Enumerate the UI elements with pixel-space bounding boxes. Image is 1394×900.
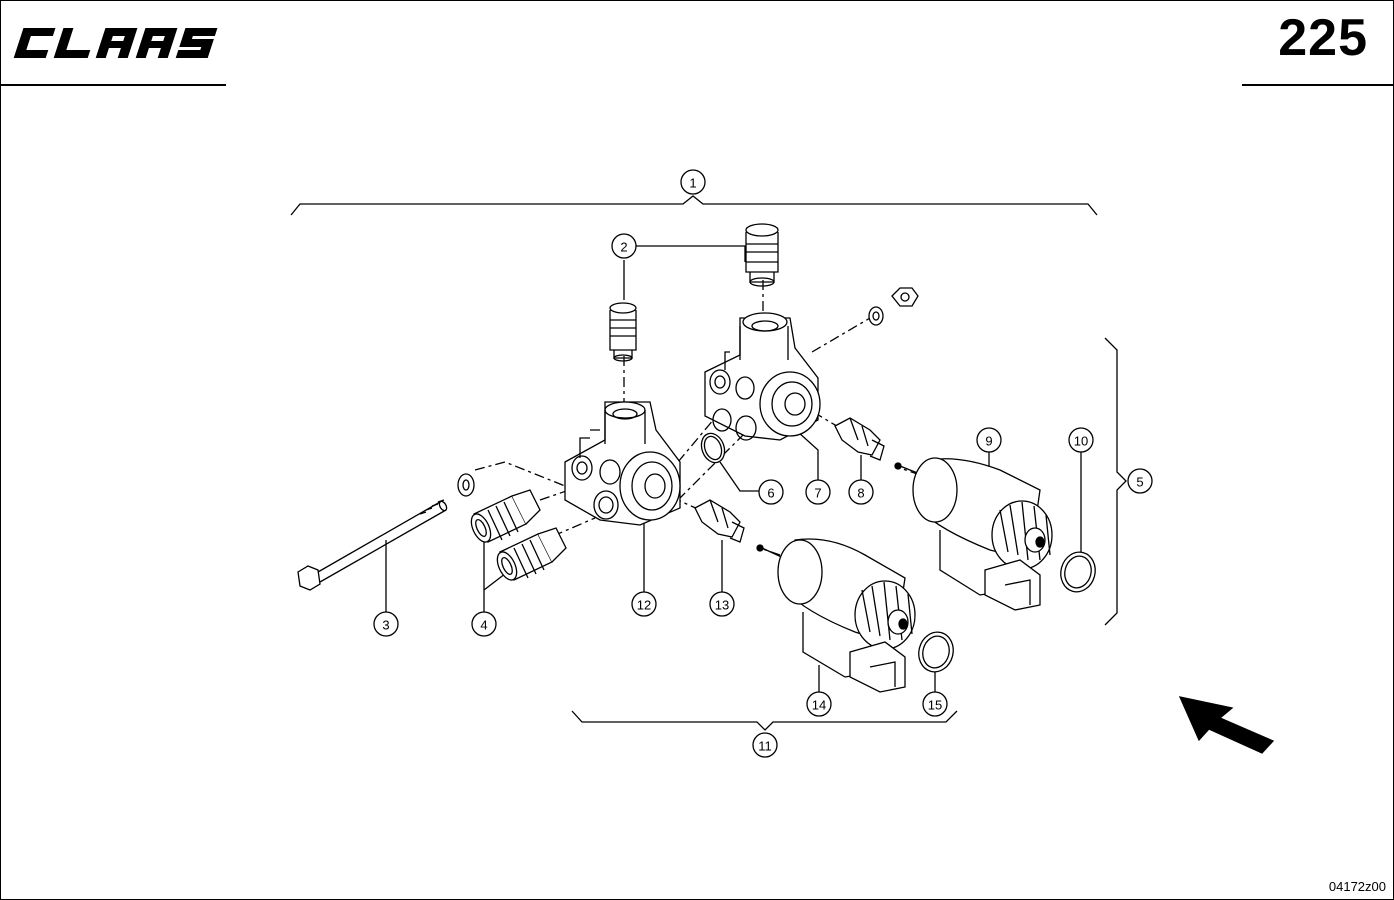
callout-5: 5 xyxy=(1136,475,1143,490)
valve-body-7 xyxy=(704,312,821,441)
callout-10: 10 xyxy=(1074,434,1088,449)
callout-6: 6 xyxy=(767,486,774,501)
callout-15: 15 xyxy=(928,698,942,713)
callout-circle-14 xyxy=(806,691,832,717)
callout-circle-11 xyxy=(752,732,778,758)
connector-13 xyxy=(694,499,745,543)
solenoid-9 xyxy=(894,457,1053,611)
o-ring-15 xyxy=(918,631,954,673)
reference-code: 04172z00 xyxy=(1328,879,1386,894)
washer-top-right xyxy=(868,306,884,326)
leader-2 xyxy=(623,245,746,300)
callout-circle-3 xyxy=(373,611,399,637)
header-rule-left xyxy=(1,84,226,86)
callout-circle-13 xyxy=(709,591,735,617)
callout-circle-5 xyxy=(1127,468,1153,494)
connector-8 xyxy=(834,417,885,461)
callout-circle-9 xyxy=(976,427,1002,453)
header-rule-right xyxy=(1242,84,1393,86)
fitting-4b xyxy=(496,527,567,581)
bracket-1 xyxy=(290,195,1098,216)
bracket-5 xyxy=(1104,337,1127,626)
direction-arrow xyxy=(1178,696,1275,754)
callout-circle-2 xyxy=(611,233,637,259)
callout-circle-10 xyxy=(1068,427,1094,453)
callout-circle-4 xyxy=(471,611,497,637)
callout-circle-1 xyxy=(680,169,706,195)
leader-6 xyxy=(719,461,759,492)
bolt-3 xyxy=(297,499,448,591)
fitting-4a xyxy=(470,489,541,543)
claas-logo xyxy=(13,28,218,58)
callout-circle-6 xyxy=(758,479,784,505)
callout-circle-7 xyxy=(805,479,831,505)
callout-3: 3 xyxy=(382,618,389,633)
callout-circle-8 xyxy=(848,479,874,505)
nut-top-right xyxy=(891,287,919,307)
callout-circle-15 xyxy=(922,691,948,717)
callout-1: 1 xyxy=(689,176,696,191)
callout-2: 2 xyxy=(620,240,627,255)
callout-12: 12 xyxy=(637,598,651,613)
callout-9: 9 xyxy=(985,434,992,449)
fitting-2a xyxy=(609,302,637,362)
callout-circle-12 xyxy=(631,591,657,617)
page-number: 225 xyxy=(1278,9,1368,67)
callout-13: 13 xyxy=(715,598,729,613)
callout-11: 11 xyxy=(758,739,772,754)
solenoid-14 xyxy=(756,538,916,693)
washer-left xyxy=(457,473,475,497)
o-ring-6 xyxy=(700,432,726,464)
callout-8: 8 xyxy=(857,486,864,501)
fitting-2b xyxy=(745,223,779,287)
callout-14: 14 xyxy=(812,698,826,713)
callout-7: 7 xyxy=(814,486,821,501)
o-ring-10 xyxy=(1060,551,1096,593)
leader-7 xyxy=(797,431,819,480)
callout-4: 4 xyxy=(480,618,487,633)
bracket-11 xyxy=(571,710,958,731)
valve-body-12 xyxy=(564,401,681,526)
